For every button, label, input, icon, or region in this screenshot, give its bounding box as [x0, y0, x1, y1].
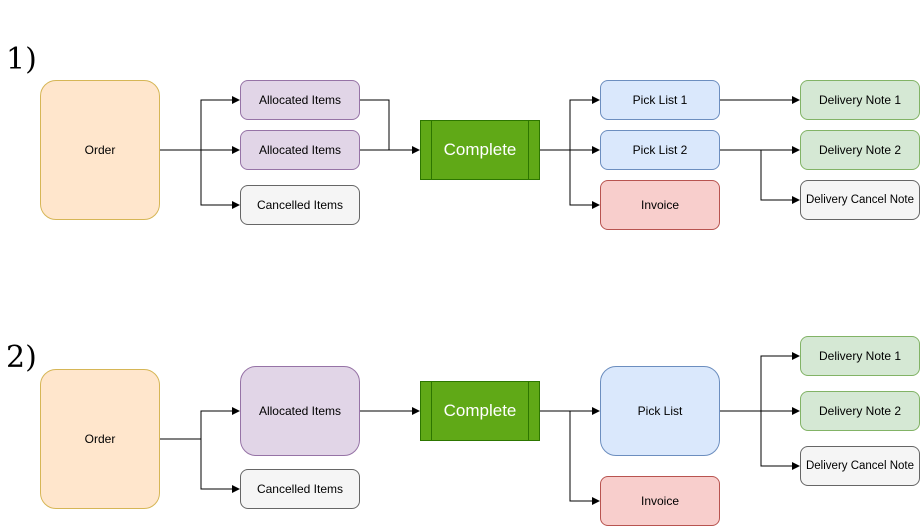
edge2-order-alloc [160, 407, 240, 440]
order-node: Order [40, 80, 160, 220]
pick-list-2-node: Pick List 2 [600, 130, 720, 170]
allocated-items-node-2: Allocated Items [240, 130, 360, 170]
edge2-order-cancel [200, 439, 240, 493]
cancelled-items-node: Cancelled Items [240, 185, 360, 225]
edge-complete-pick1 [540, 96, 600, 151]
pick-list-node: Pick List [600, 366, 720, 456]
edge2-pick-dnote1 [720, 352, 800, 412]
delivery-cancel-note-node-2: Delivery Cancel Note [800, 446, 920, 486]
edge-alloc1-complete [360, 99, 420, 154]
allocated-items-node-d2: Allocated Items [240, 366, 360, 456]
diagram-2-label: 2) [6, 340, 37, 375]
delivery-note-1-node: Delivery Note 1 [800, 80, 920, 120]
edge-order-alloc1 [160, 96, 240, 151]
edge2-pick-dcancel [760, 411, 800, 470]
delivery-cancel-note-node: Delivery Cancel Note [800, 180, 920, 220]
order-node-2: Order [40, 369, 160, 509]
allocated-items-node-1: Allocated Items [240, 80, 360, 120]
cancelled-items-node-d2: Cancelled Items [240, 469, 360, 509]
delivery-note-1-node-2: Delivery Note 1 [800, 336, 920, 376]
complete-process-node: Complete [420, 120, 540, 180]
edge2-complete-invoice [569, 411, 600, 505]
delivery-note-2-node: Delivery Note 2 [800, 130, 920, 170]
edge-order-cancel [200, 150, 240, 209]
invoice-node-2: Invoice [600, 476, 720, 526]
delivery-note-2-node-2: Delivery Note 2 [800, 391, 920, 431]
pick-list-1-node: Pick List 1 [600, 80, 720, 120]
edge-complete-invoice [569, 150, 600, 209]
complete-process-node-2: Complete [420, 381, 540, 441]
diagram-1-label: 1) [6, 42, 37, 77]
edge-pick2-dcancel [760, 150, 800, 204]
invoice-node: Invoice [600, 180, 720, 230]
